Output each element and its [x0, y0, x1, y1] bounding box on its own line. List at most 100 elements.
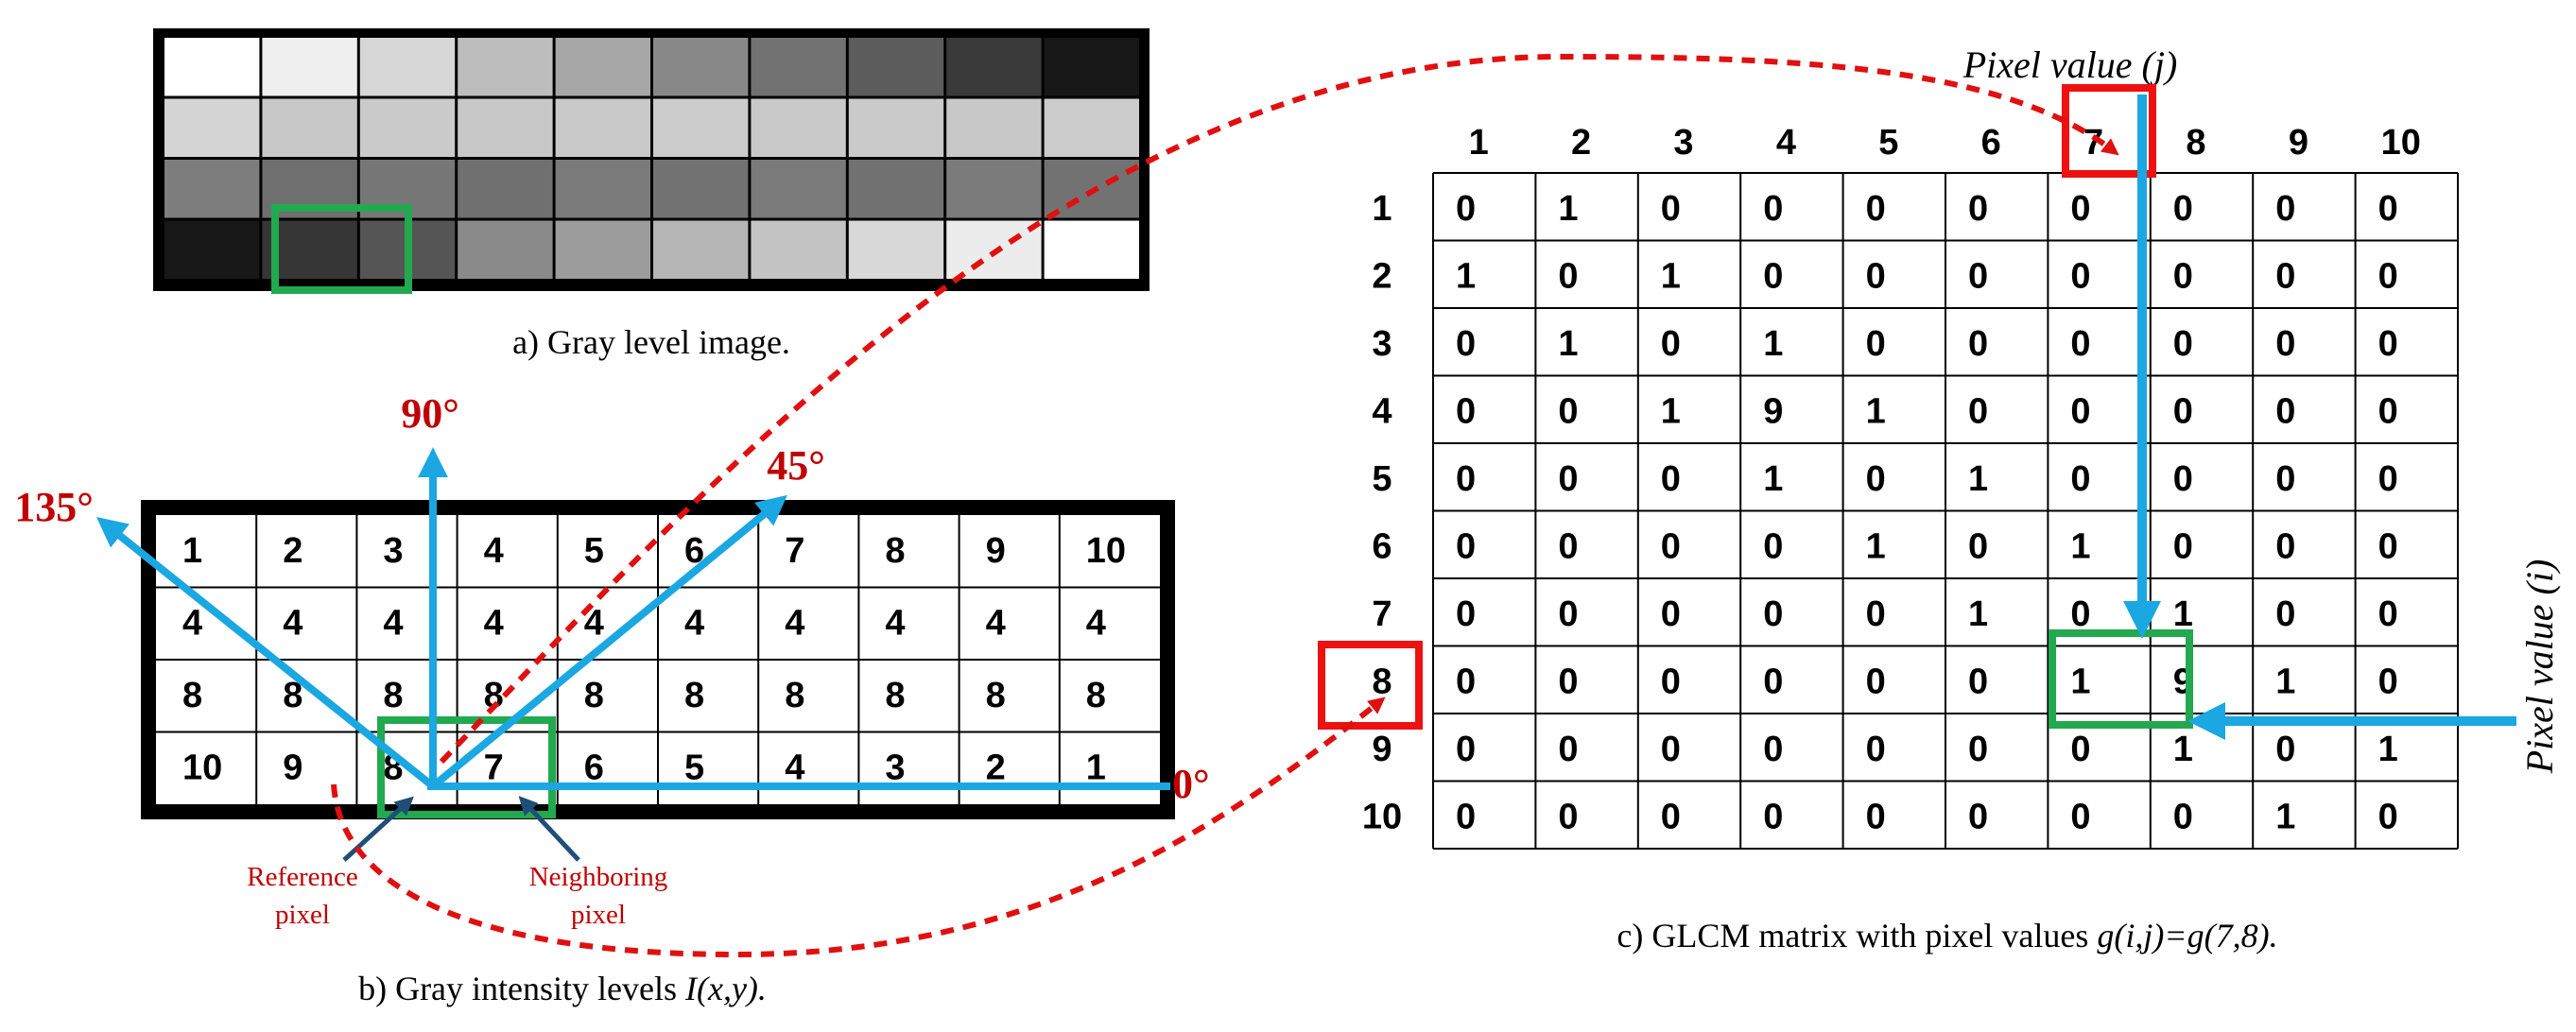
glcm-cell-value: 0 — [2378, 324, 2398, 364]
glcm-cell-value: 0 — [1456, 189, 1476, 229]
glcm-cell-value: 0 — [1661, 189, 1681, 229]
gray-cell — [848, 160, 944, 218]
intensity-cell-value: 2 — [283, 531, 303, 571]
glcm-cell-value: 0 — [1558, 459, 1578, 499]
glcm-column-axis-label: Pixel value (j) — [1962, 43, 2178, 86]
gray-cell — [458, 98, 553, 157]
gray-cell — [946, 38, 1042, 96]
glcm-column-header: 7 — [2083, 123, 2103, 163]
glcm-row-header: 10 — [1362, 797, 1402, 836]
glcm-caption: c) GLCM matrix with pixel values g(i,j)=… — [1616, 917, 2277, 955]
glcm-cell-value: 1 — [1661, 391, 1681, 431]
gray-image-highlight — [271, 204, 412, 294]
glcm-cell-value: 0 — [1558, 730, 1578, 769]
glcm-cell-value: 1 — [1866, 391, 1886, 431]
intensity-cell-value: 4 — [484, 604, 504, 644]
glcm-cell-value: 0 — [1456, 797, 1476, 836]
reference-pixel-label-line2: pixel — [275, 900, 330, 930]
glcm-cell-value: 0 — [1661, 594, 1681, 634]
glcm-cell-value: 0 — [2173, 459, 2193, 499]
gray-cell — [359, 98, 456, 157]
glcm-cell-value: 0 — [2378, 797, 2398, 836]
glcm-cell-value: 0 — [2275, 256, 2295, 296]
glcm-cell-value: 0 — [2275, 459, 2295, 499]
gray-cell — [653, 220, 749, 279]
intensity-cell-value: 4 — [785, 604, 804, 644]
angle-135-label: 135° — [14, 484, 94, 530]
glcm-cell-value: 1 — [1661, 256, 1681, 296]
glcm-cell-value: 0 — [1456, 730, 1476, 769]
glcm-cell-value: 0 — [1866, 662, 1886, 701]
glcm-cell-value: 0 — [1456, 662, 1476, 701]
glcm-cell-value: 0 — [1558, 594, 1578, 634]
glcm-grid — [1432, 172, 2459, 850]
glcm-cell-value: 0 — [2070, 324, 2090, 364]
intensity-cell-value: 8 — [182, 676, 202, 715]
glcm-cell-value: 0 — [1968, 391, 1988, 431]
glcm-cell-value: 0 — [1866, 324, 1886, 364]
glcm-cell-value: 1 — [2173, 594, 2193, 634]
glcm-column-header: 4 — [1776, 123, 1796, 163]
glcm-cell-value: 0 — [1866, 594, 1886, 634]
gray-cell — [848, 220, 944, 279]
gray-cell — [458, 38, 553, 96]
glcm-cell-value: 0 — [1968, 189, 1988, 229]
glcm-cell-value: 0 — [1763, 594, 1783, 634]
intensity-cell-value: 8 — [383, 676, 403, 715]
gray-cell — [555, 98, 650, 157]
angle-0-label: 0° — [1172, 761, 1210, 807]
intensity-cell-value: 7 — [785, 531, 804, 571]
glcm-cell-value: 0 — [1661, 797, 1681, 836]
glcm-cell-value: 0 — [1866, 730, 1886, 769]
intensity-cell-value: 8 — [584, 676, 604, 715]
glcm-cell-value: 0 — [1456, 594, 1476, 634]
glcm-cell-value: 0 — [2378, 459, 2398, 499]
gray-cell — [458, 220, 553, 279]
glcm-cell-value: 0 — [2070, 391, 2090, 431]
glcm-cell-value: 0 — [1866, 189, 1886, 229]
intensity-cell-value: 3 — [885, 748, 905, 788]
glcm-cell-value: 0 — [2173, 189, 2193, 229]
glcm-cell-value: 0 — [2378, 662, 2398, 701]
gray-cell — [751, 38, 846, 96]
glcm-row-axis-label: Pixel value (i) — [2518, 559, 2561, 775]
intensity-cell-value: 5 — [584, 531, 604, 571]
glcm-cell-value: 0 — [1763, 189, 1783, 229]
intensity-cell-value: 5 — [684, 748, 704, 788]
glcm-cell-value: 0 — [2173, 256, 2193, 296]
glcm-cell-value: 0 — [2070, 256, 2090, 296]
glcm-cell-value: 0 — [1456, 459, 1476, 499]
intensity-cell-value: 6 — [584, 748, 604, 788]
intensity-cell-value: 4 — [785, 748, 804, 788]
glcm-cell-value: 0 — [1558, 797, 1578, 836]
neighbor-pixel-label-line1: Neighboring — [529, 862, 668, 892]
gray-cell — [262, 38, 357, 96]
glcm-cell-value: 0 — [1456, 391, 1476, 431]
glcm-column-header: 10 — [2381, 123, 2421, 163]
gray-cell — [848, 38, 944, 96]
glcm-row-header: 5 — [1372, 459, 1392, 499]
intensity-cell-value: 8 — [885, 531, 905, 571]
gray-cell — [653, 38, 749, 96]
gray-cell — [946, 98, 1042, 157]
glcm-cell-value: 0 — [1866, 256, 1886, 296]
glcm-cell-value: 0 — [2173, 391, 2193, 431]
gray-cell — [1044, 220, 1139, 279]
glcm-row-header: 6 — [1372, 526, 1392, 566]
gray-cell — [653, 160, 749, 218]
glcm-cell-value: 1 — [1866, 526, 1886, 566]
intensity-cell-value: 6 — [684, 531, 704, 571]
glcm-cell-value: 1 — [2070, 662, 2090, 701]
intensity-cell-value: 8 — [986, 676, 1006, 715]
glcm-cell-value: 0 — [2378, 256, 2398, 296]
glcm-row-highlight — [1318, 641, 1423, 730]
glcm-column-highlight — [2062, 84, 2156, 178]
intensity-cell-value: 3 — [383, 531, 403, 571]
angle-45-label: 45° — [767, 442, 825, 489]
glcm-cell-value: 1 — [2173, 730, 2193, 769]
reference-pointer-arrow — [342, 796, 414, 862]
